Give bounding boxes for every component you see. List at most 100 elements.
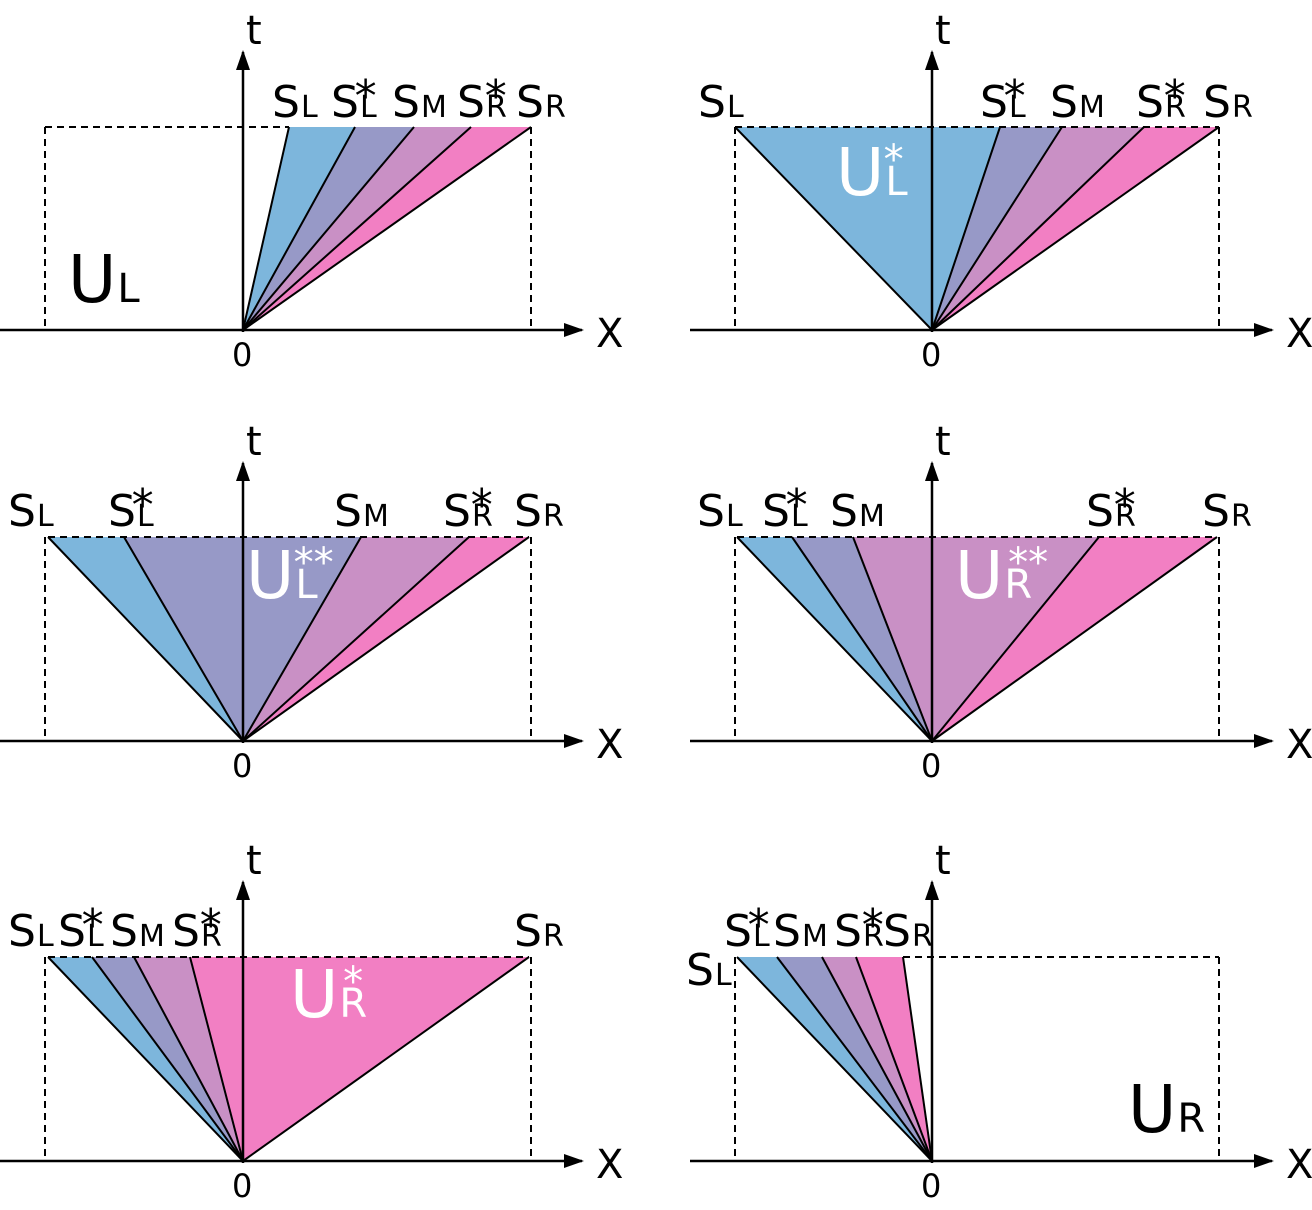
wave-label-main: S <box>697 486 725 537</box>
wave-label-sub: R <box>545 90 566 125</box>
wave-label-sub: L <box>791 499 808 534</box>
wave-label-star: * <box>786 480 808 531</box>
wave-line-2 <box>91 956 244 1162</box>
wave-line-1 <box>736 536 933 742</box>
wave-label-main: S <box>830 486 858 537</box>
region-label-main: U <box>955 537 1003 614</box>
wave-label-sub: L <box>715 958 732 993</box>
wave-line-4 <box>242 126 472 331</box>
region-label-sup: ** <box>1008 540 1048 586</box>
wave-label-star: * <box>862 900 884 951</box>
region-label: UL <box>68 241 140 318</box>
wave-label-main: S <box>834 906 862 957</box>
region-label: UR** <box>955 537 1048 614</box>
wave-label-main: S <box>334 486 362 537</box>
wave-label-main: S <box>980 77 1008 128</box>
region-label-sup: * <box>343 959 363 1005</box>
region-label-main: U <box>290 956 338 1033</box>
wave-label-sub: R <box>1232 90 1253 125</box>
wave-label-SM: SM <box>334 486 389 537</box>
wave-line-1 <box>242 126 290 331</box>
wave-label-main: S <box>272 77 300 128</box>
wave-line-3 <box>242 536 362 742</box>
fan-wedge-4 <box>190 957 529 1161</box>
wave-label-sub: R <box>543 499 564 534</box>
wave-label-main: S <box>443 486 471 537</box>
x-axis-label: X <box>1286 722 1312 768</box>
wave-label-SR: SR <box>883 906 933 957</box>
wave-line-5 <box>931 536 1218 742</box>
wave-label-SL: SL <box>698 77 744 128</box>
wave-label-sub: R <box>543 919 564 954</box>
wave-label-sub: L <box>726 499 743 534</box>
region-label: UR <box>1128 1071 1205 1148</box>
wave-label-sub: R <box>1165 90 1186 125</box>
wave-label-SR: SR <box>514 906 564 957</box>
region-label-main: U <box>68 241 116 318</box>
wave-label-star: * <box>1114 480 1136 531</box>
region-label-sup: ** <box>294 540 334 586</box>
wave-label-sub: M <box>802 919 828 954</box>
wave-label-main: S <box>698 77 726 128</box>
wave-label-main: S <box>514 486 542 537</box>
t-axis-label: t <box>935 838 951 884</box>
wave-label-main: S <box>1203 77 1231 128</box>
wave-label-SL: SL <box>697 486 743 537</box>
wave-label-main: S <box>392 77 420 128</box>
x-axis-label: X <box>596 722 623 768</box>
t-axis-label: t <box>935 419 951 465</box>
wave-label-SR: SR <box>514 486 564 537</box>
region-label-sub: L <box>117 266 140 312</box>
region-label-sub: L <box>885 159 908 205</box>
wave-label-SLs: SL* <box>331 71 377 128</box>
wave-line-4 <box>242 536 470 742</box>
wave-line-1 <box>734 126 933 331</box>
wave-label-main: S <box>686 945 714 996</box>
region-label: UL* <box>836 134 908 211</box>
wave-label-sub: L <box>727 90 744 125</box>
wave-label-main: S <box>516 77 544 128</box>
t-axis-label: t <box>246 419 262 465</box>
wave-label-SRs: SR* <box>457 71 507 128</box>
wave-label-SLs: SL* <box>58 900 104 957</box>
wave-label-sub: L <box>87 919 104 954</box>
origin-label: 0 <box>232 336 252 374</box>
wave-line-3 <box>133 956 244 1162</box>
wave-line-2 <box>123 536 244 742</box>
wave-label-SL: SL <box>8 486 54 537</box>
wave-label-sub: R <box>912 919 933 954</box>
wave-label-SM: SM <box>392 77 447 128</box>
origin-label: 0 <box>232 1167 252 1205</box>
wave-label-SL: SL <box>272 77 318 128</box>
wave-line-1 <box>47 536 244 742</box>
wave-line-4 <box>931 126 1145 331</box>
wave-label-sub: R <box>486 90 507 125</box>
wave-label-SRs: SR* <box>172 900 222 957</box>
wave-label-star: * <box>355 71 377 122</box>
wave-label-main: S <box>331 77 359 128</box>
t-axis-label: t <box>935 8 951 54</box>
wave-label-sub: L <box>1009 90 1026 125</box>
wave-label-sub: R <box>1231 499 1252 534</box>
wave-label-sub: R <box>863 919 884 954</box>
wave-label-SLs: SL* <box>724 900 770 957</box>
wave-line-4 <box>189 956 244 1162</box>
wave-label-star: * <box>1004 71 1026 122</box>
wave-line-1 <box>736 956 933 1162</box>
x-axis-label: X <box>1286 311 1312 357</box>
x-axis-label: X <box>596 1142 623 1188</box>
wave-line-2 <box>776 956 933 1162</box>
wave-label-star: * <box>82 900 104 951</box>
wave-label-sub: L <box>301 90 318 125</box>
t-axis-label: t <box>246 8 262 54</box>
wave-line-1 <box>47 956 244 1162</box>
origin-label: 0 <box>921 747 941 785</box>
wave-label-star: * <box>132 480 154 531</box>
wave-label-SRs: SR* <box>1086 480 1136 537</box>
wave-line-4 <box>931 536 1100 742</box>
wave-label-main: S <box>724 906 752 957</box>
